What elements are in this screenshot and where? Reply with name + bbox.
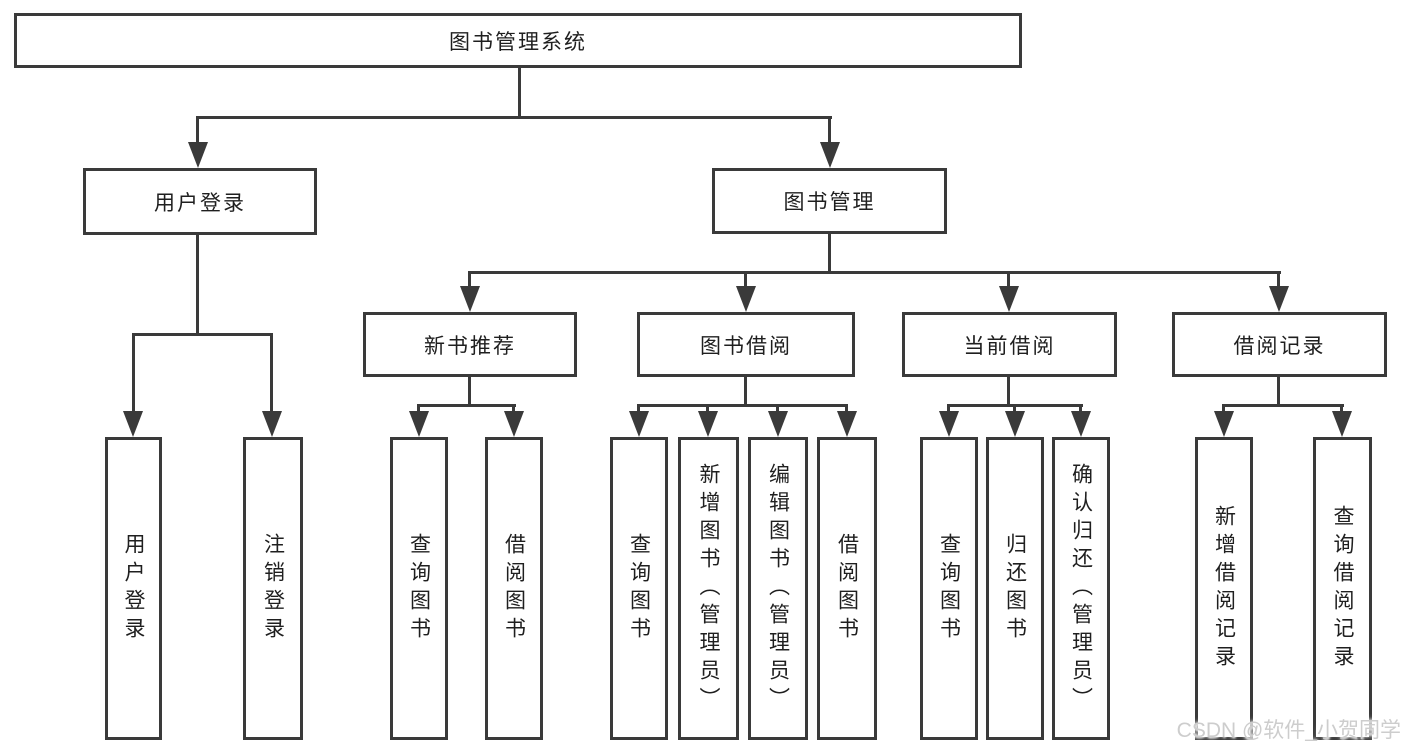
connector-book-borrow-vline (744, 377, 747, 407)
arrow-down-icon (460, 286, 480, 312)
connector-arrow-stem (1222, 404, 1225, 414)
leaf-borrow-book-1-label: 借阅图书 (502, 532, 526, 645)
arrow-down-icon (837, 411, 857, 437)
connector-arrow-stem (196, 116, 199, 145)
node-book-mgmt: 图书管理 (712, 168, 947, 234)
connector-arrow-stem (744, 271, 747, 289)
arrow-down-icon (1005, 411, 1025, 437)
arrow-down-icon (262, 411, 282, 437)
arrow-down-icon (504, 411, 524, 437)
leaf-add-book-label: 新增图书（管理员） (697, 462, 720, 715)
leaf-logout: 注销登录 (243, 437, 303, 740)
connector-borrow-record-vline (1277, 377, 1280, 407)
node-book-borrow: 图书借阅 (637, 312, 855, 377)
arrow-down-icon (939, 411, 959, 437)
arrow-down-icon (409, 411, 429, 437)
connector-user-login-vline (196, 235, 199, 336)
arrow-down-icon (188, 142, 208, 168)
leaf-query-book-1-label: 查询图书 (407, 532, 431, 645)
leaf-edit-book: 编辑图书（管理员） (748, 437, 808, 740)
leaf-query-book-3-label: 查询图书 (937, 532, 961, 645)
leaf-user-login-label: 用户登录 (122, 532, 145, 645)
arrow-down-icon (1071, 411, 1091, 437)
connector-book-mgmt-hline (468, 271, 1281, 274)
leaf-query-record: 查询借阅记录 (1313, 437, 1372, 740)
leaf-confirm-return-label: 确认归还（管理员） (1069, 462, 1093, 715)
arrow-down-icon (629, 411, 649, 437)
leaf-query-book-3: 查询图书 (920, 437, 978, 740)
leaf-add-record: 新增借阅记录 (1195, 437, 1253, 740)
connector-root-vline (518, 67, 521, 119)
arrow-down-icon (123, 411, 143, 437)
connector-arrow-stem (706, 404, 709, 414)
leaf-query-book-2: 查询图书 (610, 437, 668, 740)
leaf-add-record-label: 新增借阅记录 (1212, 504, 1236, 673)
node-book-borrow-label: 图书借阅 (700, 334, 792, 358)
connector-arrow-stem (637, 404, 640, 414)
leaf-query-record-label: 查询借阅记录 (1331, 504, 1354, 673)
leaf-borrow-book-2: 借阅图书 (817, 437, 877, 740)
arrow-down-icon (768, 411, 788, 437)
leaf-logout-label: 注销登录 (261, 532, 285, 645)
connector-arrow-stem (1007, 271, 1010, 289)
arrow-down-icon (1332, 411, 1352, 437)
node-book-mgmt-label: 图书管理 (783, 191, 876, 214)
leaf-query-book-1: 查询图书 (390, 437, 448, 740)
leaf-add-book: 新增图书（管理员） (678, 437, 739, 740)
connector-arrow-stem (417, 404, 420, 414)
connector-current-borrow-vline (1007, 377, 1010, 407)
connector-user-login-hline (132, 333, 273, 336)
connector-arrow-stem (828, 116, 831, 145)
leaf-borrow-book-1: 借阅图书 (485, 437, 543, 740)
node-new-book-rec-label: 新书推荐 (424, 334, 516, 358)
node-new-book-rec: 新书推荐 (363, 312, 577, 377)
leaf-edit-book-label: 编辑图书（管理员） (766, 462, 790, 715)
connector-arrow-stem (1079, 404, 1082, 414)
connector-arrow-stem (776, 404, 779, 414)
node-current-borrow-label: 当前借阅 (963, 334, 1056, 358)
leaf-user-login: 用户登录 (105, 437, 162, 740)
leaf-borrow-book-2-label: 借阅图书 (835, 532, 859, 645)
connector-new-book-rec-hline (417, 404, 516, 407)
node-root: 图书管理系统 (14, 13, 1022, 68)
node-current-borrow: 当前借阅 (902, 312, 1117, 377)
leaf-return-book: 归还图书 (986, 437, 1044, 740)
node-borrow-record: 借阅记录 (1172, 312, 1387, 377)
node-user-login: 用户登录 (83, 168, 317, 235)
node-borrow-record-label: 借阅记录 (1233, 334, 1326, 358)
connector-arrow-stem (132, 333, 135, 413)
leaf-confirm-return: 确认归还（管理员） (1052, 437, 1110, 740)
connector-arrow-stem (947, 404, 950, 414)
connector-arrow-stem (1277, 271, 1280, 289)
connector-arrow-stem (512, 404, 515, 414)
arrow-down-icon (1269, 286, 1289, 312)
arrow-down-icon (698, 411, 718, 437)
arrow-down-icon (999, 286, 1019, 312)
node-user-login-label: 用户登录 (154, 191, 246, 215)
arrow-down-icon (820, 142, 840, 168)
connector-arrow-stem (468, 271, 471, 289)
connector-book-mgmt-vline (828, 233, 831, 274)
connector-root-hline (197, 116, 832, 119)
connector-arrow-stem (1340, 404, 1343, 414)
arrow-down-icon (1214, 411, 1234, 437)
connector-arrow-stem (845, 404, 848, 414)
csdn-watermark: CSDN @软件_小贺同学 (1176, 719, 1401, 742)
node-root-label: 图书管理系统 (449, 30, 587, 54)
leaf-return-book-label: 归还图书 (1003, 532, 1027, 645)
connector-arrow-stem (1013, 404, 1016, 414)
connector-borrow-record-hline (1222, 404, 1344, 407)
connector-book-borrow-hline (637, 404, 848, 407)
connector-new-book-rec-vline (468, 377, 471, 407)
arrow-down-icon (736, 286, 756, 312)
leaf-query-book-2-label: 查询图书 (627, 532, 651, 645)
connector-arrow-stem (270, 333, 273, 413)
